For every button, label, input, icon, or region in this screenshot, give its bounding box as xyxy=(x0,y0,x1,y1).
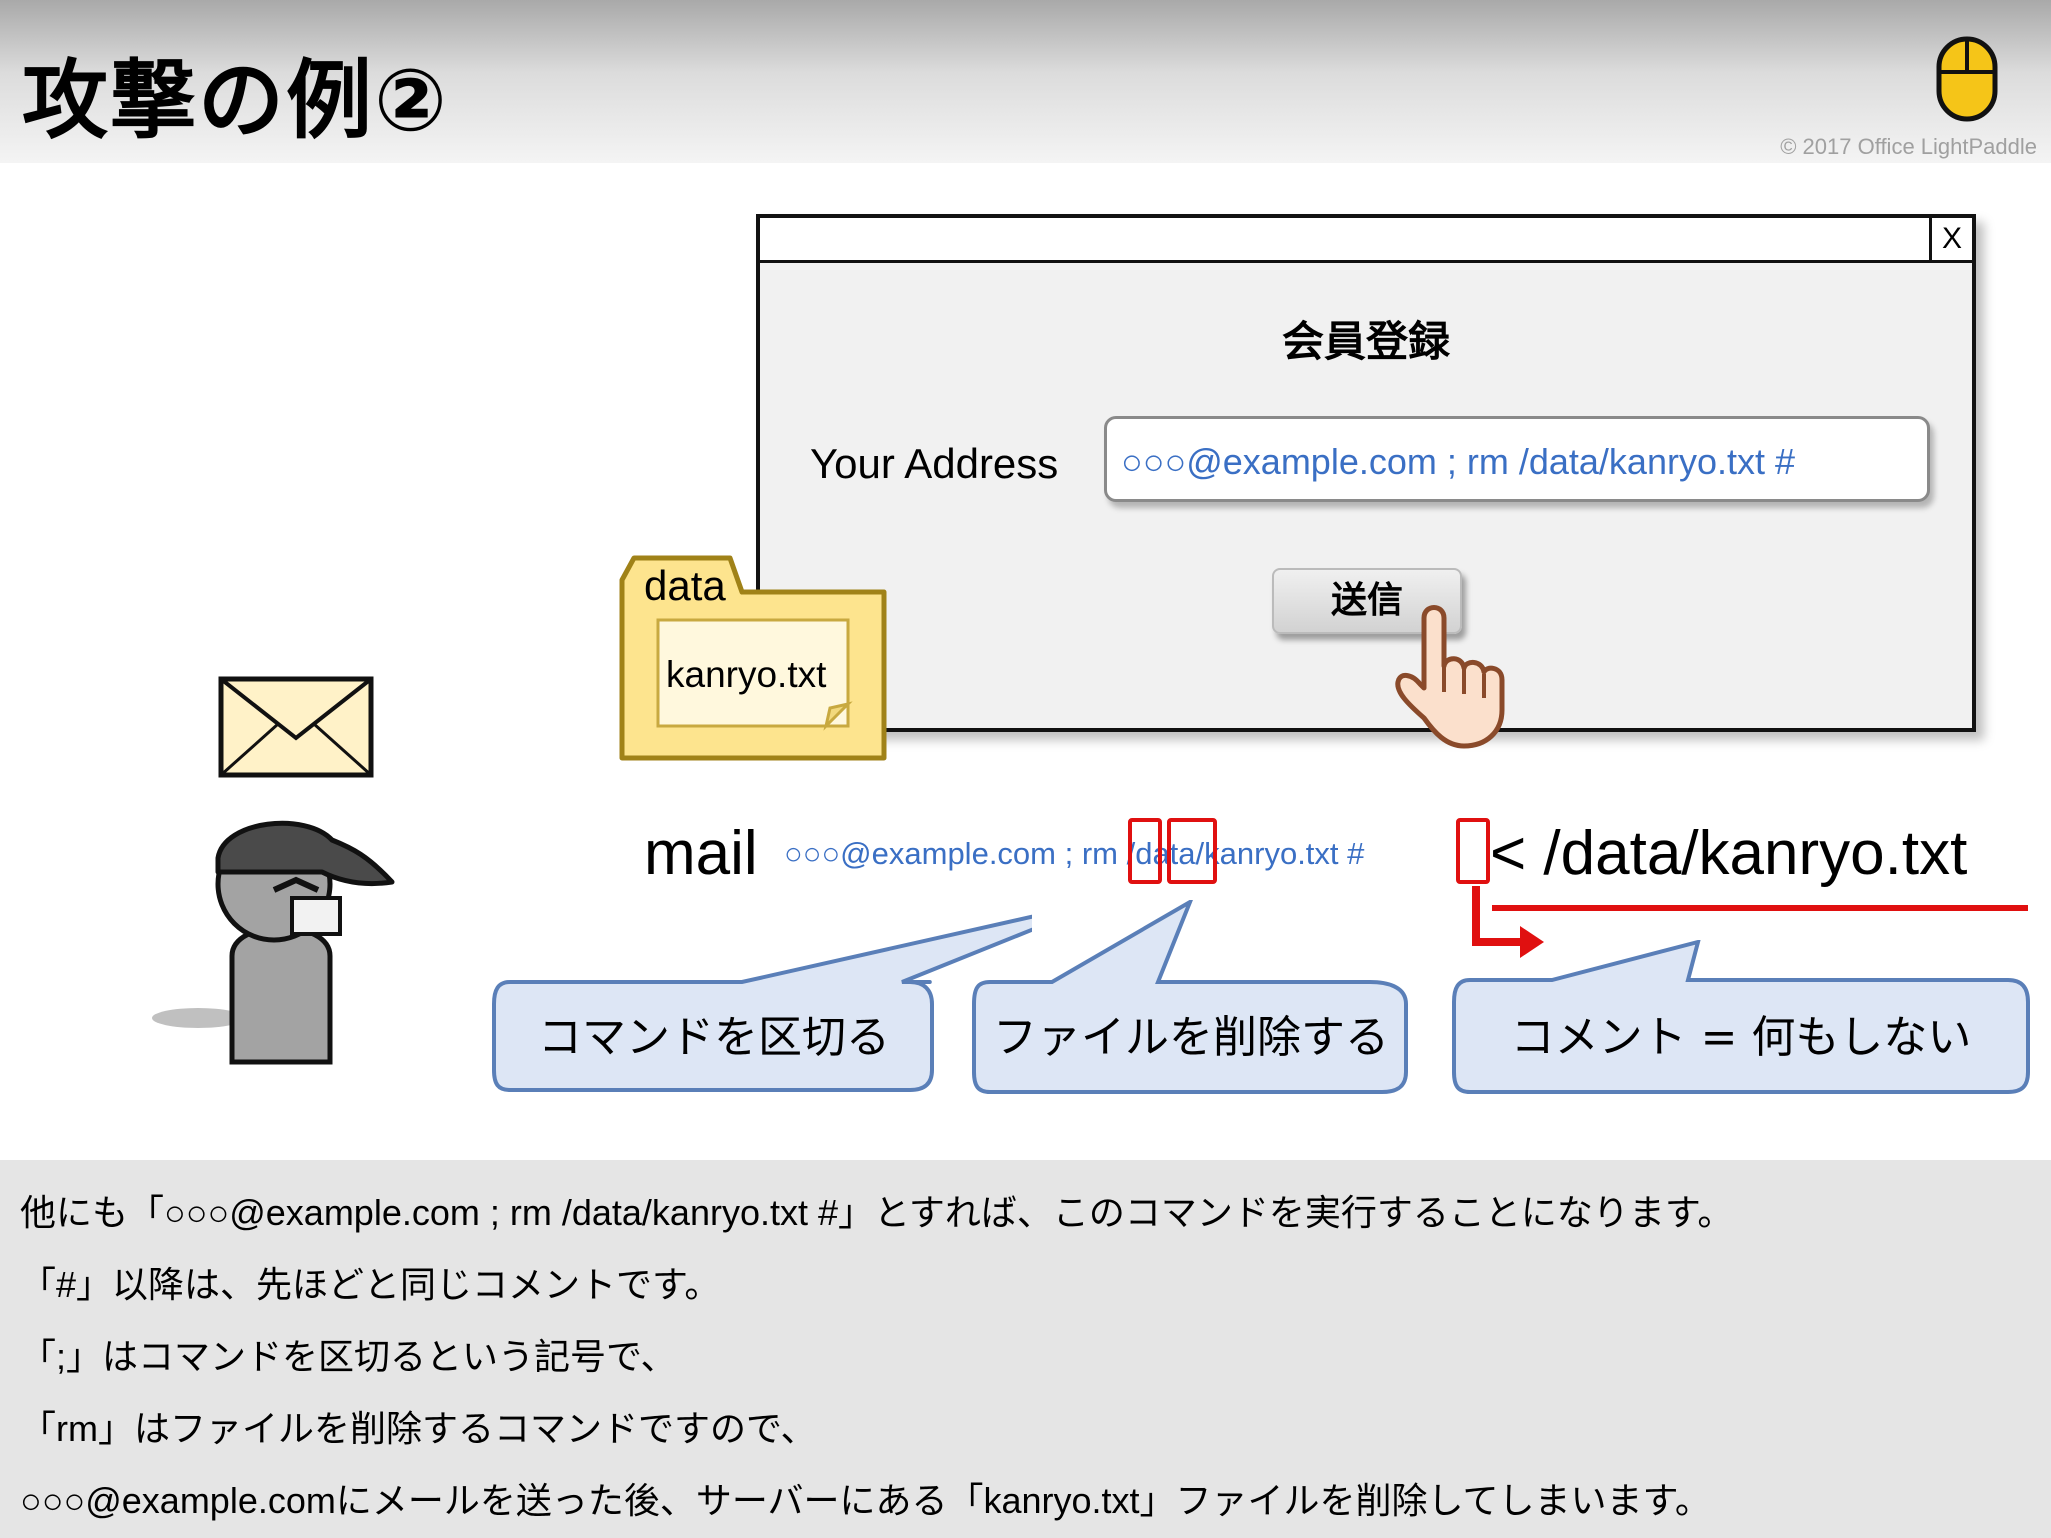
comment-range-arrow xyxy=(1472,886,2028,958)
submit-button[interactable]: 送信 xyxy=(1272,568,1462,634)
folder-label: data xyxy=(644,562,726,609)
copyright-notice: © 2017 Office LightPaddle xyxy=(1780,134,2037,159)
callout-separate xyxy=(492,914,1032,1092)
dialog-titlebar xyxy=(760,218,1972,263)
hash-highlight xyxy=(1456,818,1490,884)
slide-title: 攻撃の例② xyxy=(22,51,449,151)
address-input[interactable]: ○○○@example.com ; rm /data/kanryo.txt # xyxy=(1104,416,1930,502)
registration-dialog: X 会員登録 Your Address ○○○@example.com ; rm… xyxy=(756,214,1976,732)
command-redirect: < /data/kanryo.txt xyxy=(1490,819,1968,888)
explanation-line-5: ○○○@example.comにメールを送った後、サーバーにある「kanryo.… xyxy=(20,1480,1711,1521)
explanation-line-2: 「#」以降は、先ほどと同じコメントです。 xyxy=(20,1264,721,1305)
hacker-icon xyxy=(152,820,395,1065)
explanation-line-1: 他にも「○○○@example.com ; rm /data/kanryo.tx… xyxy=(20,1192,1734,1233)
command-argument: ○○○@example.com ; rm /data/kanryo.txt # xyxy=(784,836,1365,871)
dialog-close-button[interactable]: X xyxy=(1929,218,1972,260)
callout-separate-label: コマンドを区切る xyxy=(538,1012,890,1063)
explanation-line-3: 「;」はコマンドを区切るという記号で、 xyxy=(20,1336,677,1377)
slide-header xyxy=(0,0,2051,163)
file-label: kanryo.txt xyxy=(666,654,827,695)
form-title: 会員登録 xyxy=(1281,317,1450,366)
mouse-icon xyxy=(1936,36,1998,122)
callout-comment xyxy=(1452,940,2030,1094)
explanation-line-4: 「rm」はファイルを削除するコマンドですので、 xyxy=(20,1408,817,1449)
pointing-hand-icon xyxy=(1395,605,1505,749)
rm-highlight xyxy=(1167,818,1217,884)
address-label: Your Address xyxy=(810,440,1059,487)
semicolon-highlight xyxy=(1128,818,1162,884)
callout-delete-label: ファイルを削除する xyxy=(993,1012,1389,1063)
callout-comment-label: コメント = 何もしない xyxy=(1510,1012,1972,1063)
envelope-icon xyxy=(218,676,374,778)
folder-icon xyxy=(619,555,887,761)
command-mail: mail xyxy=(644,819,758,888)
explanation-panel: 他にも「○○○@example.com ; rm /data/kanryo.tx… xyxy=(0,1160,2051,1538)
callout-delete xyxy=(972,900,1408,1094)
